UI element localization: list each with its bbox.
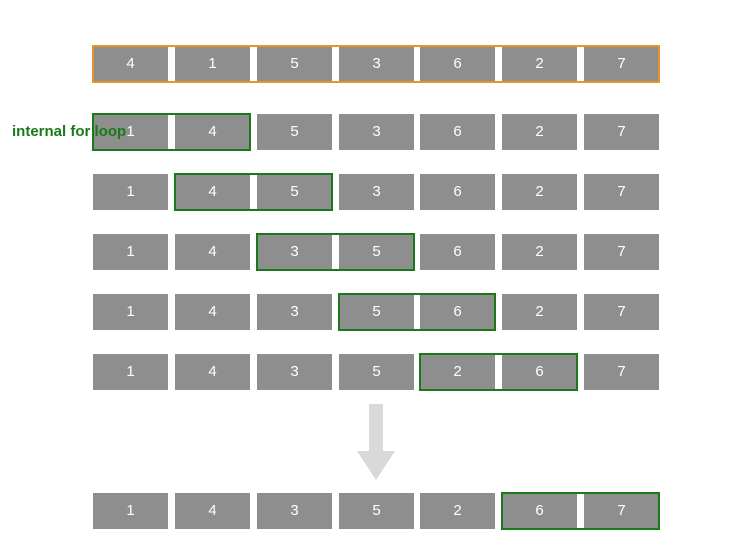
array-cell-row2-col1: 4 [175, 174, 250, 210]
array-cell-row0-col6: 7 [584, 46, 659, 82]
array-cell-row6-col3: 5 [339, 493, 414, 529]
internal-loop-label: internal for loop [12, 123, 127, 140]
array-cell-row6-col0: 1 [93, 493, 168, 529]
array-cell-row5-col4: 2 [420, 354, 495, 390]
array-cell-row1-col1: 4 [175, 114, 250, 150]
array-cell-row3-col6: 7 [584, 234, 659, 270]
array-cell-row2-col0: 1 [93, 174, 168, 210]
array-cell-row6-col2: 3 [257, 493, 332, 529]
array-cell-row1-col6: 7 [584, 114, 659, 150]
array-cell-row3-col3: 5 [339, 234, 414, 270]
array-cell-row5-col1: 4 [175, 354, 250, 390]
array-cell-row0-col3: 3 [339, 46, 414, 82]
array-cell-row6-col5: 6 [502, 493, 577, 529]
array-cell-row0-col1: 1 [175, 46, 250, 82]
array-cell-row2-col5: 2 [502, 174, 577, 210]
array-cell-row3-col2: 3 [257, 234, 332, 270]
array-cell-row2-col6: 7 [584, 174, 659, 210]
array-cell-row2-col3: 3 [339, 174, 414, 210]
array-cell-row6-col4: 2 [420, 493, 495, 529]
array-cell-row5-col0: 1 [93, 354, 168, 390]
array-cell-row0-col5: 2 [502, 46, 577, 82]
array-cell-row4-col4: 6 [420, 294, 495, 330]
array-cell-row4-col3: 5 [339, 294, 414, 330]
array-cell-row5-col6: 7 [584, 354, 659, 390]
array-cell-row6-col6: 7 [584, 493, 659, 529]
array-cell-row4-col2: 3 [257, 294, 332, 330]
array-cell-row1-col4: 6 [420, 114, 495, 150]
down-arrow-icon [357, 404, 395, 480]
array-cell-row3-col1: 4 [175, 234, 250, 270]
array-cell-row3-col0: 1 [93, 234, 168, 270]
array-cell-row6-col1: 4 [175, 493, 250, 529]
array-cell-row5-col3: 5 [339, 354, 414, 390]
array-cell-row1-col2: 5 [257, 114, 332, 150]
array-cell-row4-col6: 7 [584, 294, 659, 330]
array-cell-row3-col4: 6 [420, 234, 495, 270]
array-cell-row2-col4: 6 [420, 174, 495, 210]
array-cell-row1-col0: 1 [93, 114, 168, 150]
array-cell-row5-col2: 3 [257, 354, 332, 390]
array-cell-row3-col5: 2 [502, 234, 577, 270]
array-cell-row4-col5: 2 [502, 294, 577, 330]
array-cell-row5-col5: 6 [502, 354, 577, 390]
array-cell-row2-col2: 5 [257, 174, 332, 210]
array-cell-row1-col5: 2 [502, 114, 577, 150]
array-cell-row0-col0: 4 [93, 46, 168, 82]
array-cell-row4-col0: 1 [93, 294, 168, 330]
array-cell-row4-col1: 4 [175, 294, 250, 330]
array-cell-row0-col2: 5 [257, 46, 332, 82]
array-cell-row0-col4: 6 [420, 46, 495, 82]
array-cell-row1-col3: 3 [339, 114, 414, 150]
